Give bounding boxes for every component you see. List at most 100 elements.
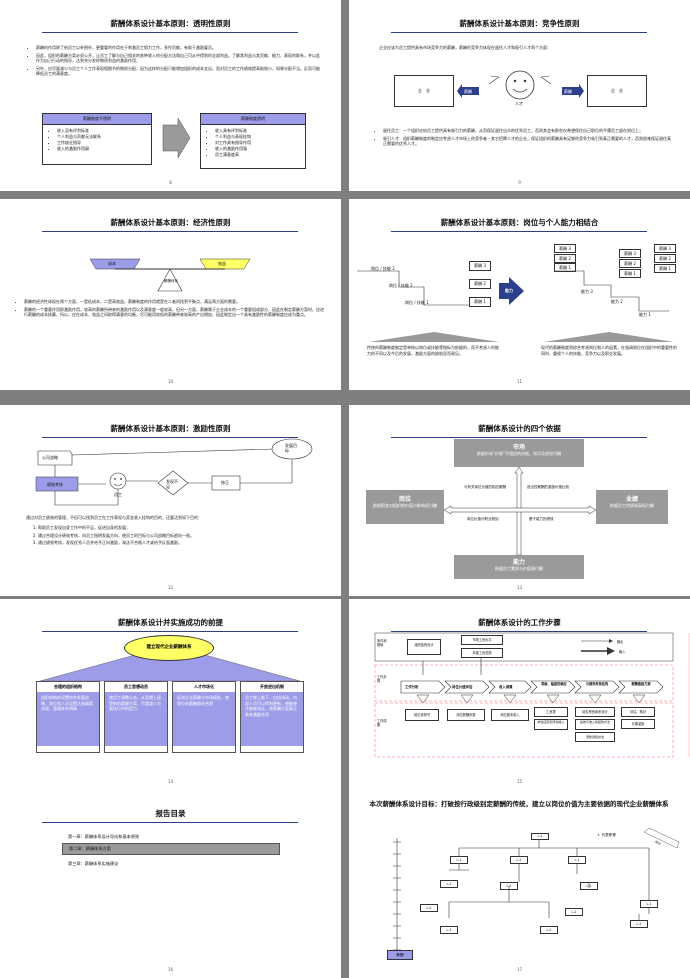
bullet-list: 薪酬的作用除了给员工以补偿外，更重要的作用在于刺激员工努力工作，多作贡献，有助于…	[26, 45, 322, 79]
step-label: 岗位价值评估	[452, 685, 473, 689]
slide-transparency: 薪酬体系设计基本原则：透明性原则 薪酬的作用除了给员工以补偿外，更重要的作用在于…	[0, 0, 341, 191]
page-number: 11	[516, 379, 523, 384]
legend-label: 1. 代表职等	[597, 833, 616, 837]
condition-label: 年度工资总额	[472, 651, 492, 655]
pillar-head: 合理的组织结构	[37, 682, 99, 692]
quadrant-note: 与有关岗位价值的相应薪酬	[464, 485, 506, 489]
bullet-item: 吸引人才：组织薪酬制度的制定应考虑人才市场上的竞争者－其它招聘人才的企业，保证组…	[383, 136, 671, 147]
slide-incentive: 薪酬体系设计基本原则：激励性原则 公司战略 发展目标 绩效考核 员工 发现不足 …	[0, 405, 341, 596]
scale-center-label: 薪酬体系	[164, 279, 178, 283]
salary-label: 薪酬 3	[624, 251, 636, 256]
toc-item[interactable]: 第三章：薪酬体系实施建议	[68, 861, 119, 866]
toc-item[interactable]: 第一章：薪酬体系设计导向和基本原则	[68, 834, 140, 839]
grade-label: L-2	[636, 922, 642, 926]
slide-title: 薪酬体系设计的四个依据	[478, 424, 561, 433]
left-row-label: 岗位 / 技能 1	[405, 300, 429, 305]
slide-title: 本次薪酬体系设计目标：打破按行政级别定薪酬的传统，建立以岗位价值为主要依据的现代…	[369, 800, 669, 808]
bullet-list: 薪酬的经济性体现在两个方面，一是低成本，二是高效益，薪酬制度的作用就是在二者间找…	[14, 299, 326, 320]
page-number: 13	[516, 585, 523, 590]
condition-label: 市场工资水平	[472, 638, 492, 642]
cost-label: 成本	[108, 261, 116, 266]
slide-economy: 薪酬体系设计基本原则：经济性原则 成本 效益 薪酬体系 薪酬的经济性体现在两个方…	[0, 199, 341, 390]
slide-post-ability: 薪酬体系设计基本原则：岗位与个人能力相结合 岗位 / 技能 3 岗位 / 技能 …	[349, 199, 690, 390]
result-label: 岗位薪酬系数	[456, 713, 476, 717]
title-rule	[42, 437, 298, 438]
result-sub-box: 长期激励	[621, 719, 655, 729]
right-salary-box: 薪酬 1	[554, 263, 576, 272]
quadrant-note: 岗位价值与职业规划	[467, 517, 499, 521]
grade-node: L-1	[640, 900, 658, 908]
title-rule	[42, 822, 298, 823]
step-label: 薪酬激励方案	[631, 682, 651, 686]
result-label: 岗位薪资体系设计	[582, 710, 608, 714]
left-salary-box: 薪酬 1	[469, 297, 491, 307]
result-sub-box: 调整调级办法	[575, 732, 615, 742]
right-salary-box: 薪酬 3	[619, 249, 641, 258]
post-label: 岗位	[398, 496, 411, 503]
slide-title: 薪酬体系设计并实施成功的前提	[118, 618, 223, 627]
result-box: 岗位说明书	[405, 709, 439, 721]
center-ellipse: 建立现代企业薪酬体系	[124, 635, 214, 661]
transparent-item: 收入的激励作用强	[215, 146, 305, 152]
salary-label: 薪酬 1	[624, 271, 636, 276]
transparent-item: 个人利益与表现挂钩	[215, 134, 305, 140]
transparent-head: 薪酬制度透明	[201, 114, 305, 125]
performance-box: 业绩 依据员工的绩效高低付酬	[596, 490, 668, 524]
salary-label: 薪酬 1	[559, 265, 571, 270]
grade-tree-diagram	[393, 827, 680, 960]
pillar: 人才市场化 促进企业薪酬与市场接轨，使岗位的薪酬趋向合理	[172, 681, 236, 753]
grade-node: L-2	[440, 880, 458, 888]
intro-text: 企业应该为员工提供具有市场竞争力的薪酬，薪酬的竞争力体现在留住人才和吸引人才两个…	[379, 45, 551, 50]
result-box: 评估、核对	[621, 707, 655, 717]
opaque-head: 薪酬制度不透明	[43, 114, 151, 125]
ability-label: 能力 2	[611, 299, 623, 304]
gap-label: 发现不足	[166, 479, 178, 489]
condition-label: 组织结构设计	[414, 643, 434, 647]
balance-scale	[89, 258, 251, 292]
company-box-left: 企 业	[394, 75, 454, 107]
slide-title: 薪酬体系设计基本原则：激励性原则	[110, 424, 231, 433]
grade-node: L-1	[500, 882, 518, 890]
market-sub: 依据市场“价格”为相应的技能、知识及经验付酬	[476, 451, 562, 456]
pillar: 合理的组织结构 组织结构的设置符合发展战略，岗位和人员设置达到精简合理，管理体系…	[36, 681, 100, 753]
center-label: 建立现代企业薪酬体系	[146, 645, 192, 650]
page-number: 16	[167, 967, 174, 972]
grade-node: L-1	[450, 856, 468, 864]
result-box: 岗位基本收入	[491, 709, 529, 721]
quadrant-note: 基于能力的绩效	[529, 517, 554, 521]
grade-node: L-2	[510, 856, 528, 864]
bullet-item: 另外，应尽量减少与员工个人工作表现相脱节的物质分配，因为这样的分配只能增加组织的…	[36, 66, 322, 77]
salary-label: 薪酬 2	[624, 261, 636, 266]
bullet-item: 薪酬的经济性体现在两个方面，一是低成本，二是高效益，薪酬制度的作用就是在二者间找…	[24, 299, 326, 305]
company-label: 企 业	[418, 88, 430, 93]
post-sub: 依据职务对组织的价值与影响而付酬	[373, 503, 437, 508]
intro-text: 通过对员工绩效的管理，不但可以找到员工在工作表现与奖金收入挂钩的目的，还要达到如…	[26, 515, 202, 520]
pillar-head: 人才市场化	[173, 682, 235, 692]
grade-label: L-1	[506, 884, 512, 888]
staircase-diagram	[357, 270, 674, 342]
step-label: 与绩效考核挂钩	[585, 682, 609, 686]
toc-item-highlight[interactable]: 第二章：薪酬体系方案	[62, 843, 280, 855]
result-sub-label: 长期激励	[631, 722, 645, 726]
work-steps-diagram	[374, 632, 690, 758]
step-label: 工作分析	[405, 685, 419, 689]
opaque-box: 薪酬制度不透明 收入没有评判标准 个人利益与贡献无法联系 工作缺乏指导 收入的激…	[42, 113, 152, 165]
slide-title: 薪酬体系设计基本原则：竞争性原则	[459, 19, 580, 28]
correct-label: 修正	[221, 480, 229, 485]
opaque-item: 个人利益与贡献无法联系	[57, 134, 151, 140]
target-label: 发展目标	[285, 443, 297, 453]
right-salary-box: 薪酬 2	[619, 259, 641, 268]
slide-contents: 报告目录 第一章：薪酬体系设计导向和基本原则 第二章：薪酬体系方案 第三章：薪酬…	[0, 790, 341, 978]
list-item: 通过绩效考核，发现优秀人员并给予正向激励，淘汰不合格人才或给予反面激励。	[38, 540, 322, 546]
slide-prerequisites: 薪酬体系设计并实施成功的前提 建立现代企业薪酬体系 合理的组织结构 组织结构的设…	[0, 599, 341, 790]
left-salary-box: 薪酬 3	[469, 261, 491, 271]
result-label: 工资表	[546, 710, 556, 714]
grade-label: L-1	[456, 858, 462, 862]
opaque-item: 收入的激励作用弱	[57, 146, 151, 152]
title-rule	[391, 231, 647, 232]
step-label: 收入测算	[499, 685, 513, 689]
bullet-item: 因此，组织的薪酬方案必须公开，让员工了解与自己相关的各种收入的分配方法和自己可从…	[36, 53, 322, 64]
result-sub-label: 岗位固定和浮动收入	[537, 720, 565, 724]
smiley-face-icon	[505, 70, 535, 100]
title-rule	[391, 437, 647, 438]
